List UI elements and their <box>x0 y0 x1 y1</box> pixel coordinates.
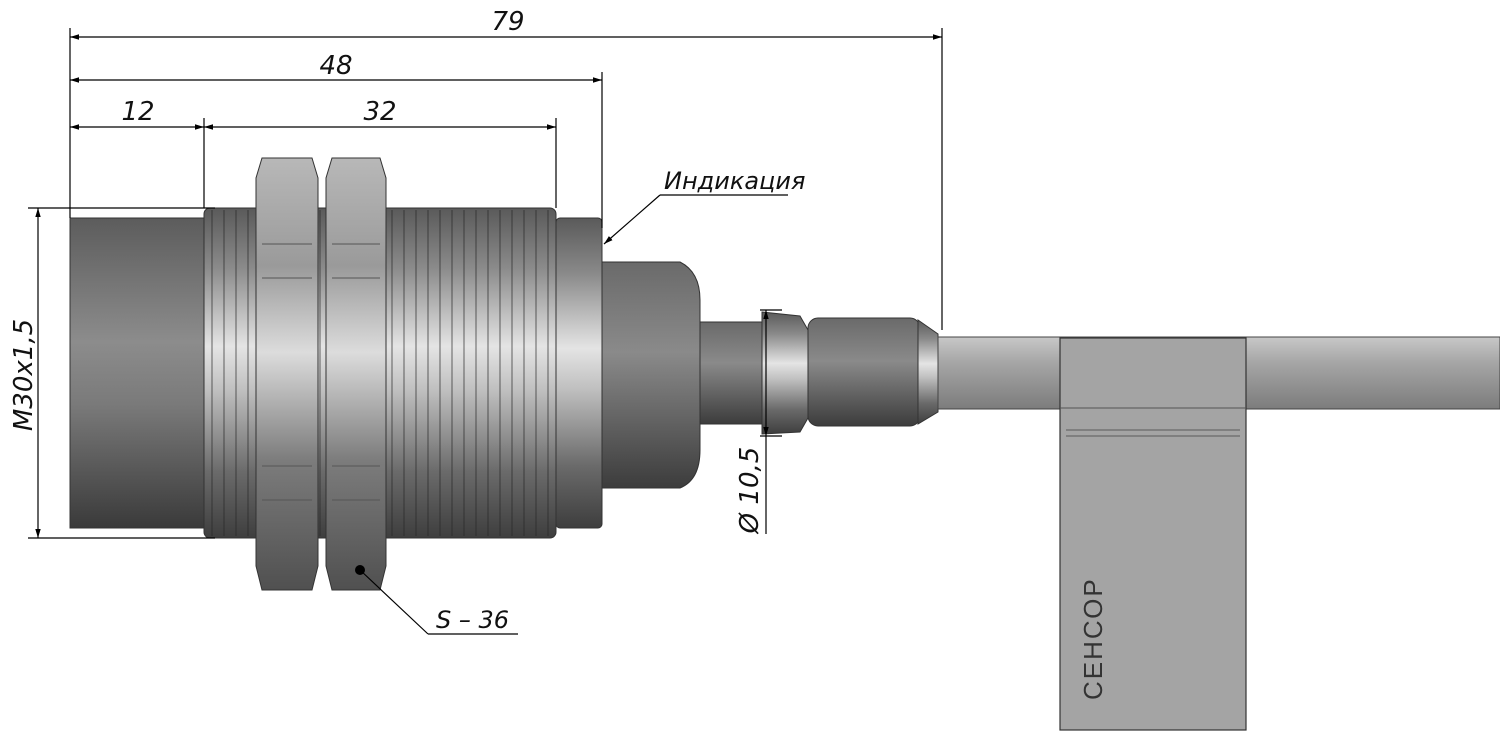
dim-48-label: 48 <box>319 51 352 81</box>
housing-rear-ring <box>555 217 603 529</box>
dim-face-length: 12 <box>70 97 204 130</box>
lock-nut-2 <box>325 157 387 591</box>
thread-size-label: M30x1,5 <box>9 319 39 431</box>
dim-cable-diameter: Ø 10,5 <box>735 310 769 535</box>
wrench-size-leader: S – 36 <box>355 565 518 635</box>
dim-thread-size: M30x1,5 <box>9 208 41 538</box>
lock-nut-1 <box>255 157 319 591</box>
dim-thread-length: 32 <box>204 97 556 130</box>
cable-gland <box>807 317 939 427</box>
cable-neck <box>699 311 809 435</box>
indication-label: Индикация <box>664 167 805 195</box>
rear-cap <box>601 261 701 489</box>
dim-housing-length: 48 <box>70 51 602 83</box>
sensing-face <box>69 217 207 529</box>
dim-32-label: 32 <box>363 97 396 127</box>
indication-leader: Индикация <box>603 167 805 245</box>
brand-label: СЕНСОР <box>1078 577 1108 700</box>
marker-tag <box>1059 337 1247 731</box>
dim-79-label: 79 <box>491 7 524 37</box>
wrench-size-label: S – 36 <box>436 606 509 634</box>
extension-lines <box>28 28 943 539</box>
dim-overall-length: 79 <box>70 7 942 40</box>
dim-12-label: 12 <box>121 97 154 127</box>
cable-diameter-label: Ø 10,5 <box>735 447 765 535</box>
